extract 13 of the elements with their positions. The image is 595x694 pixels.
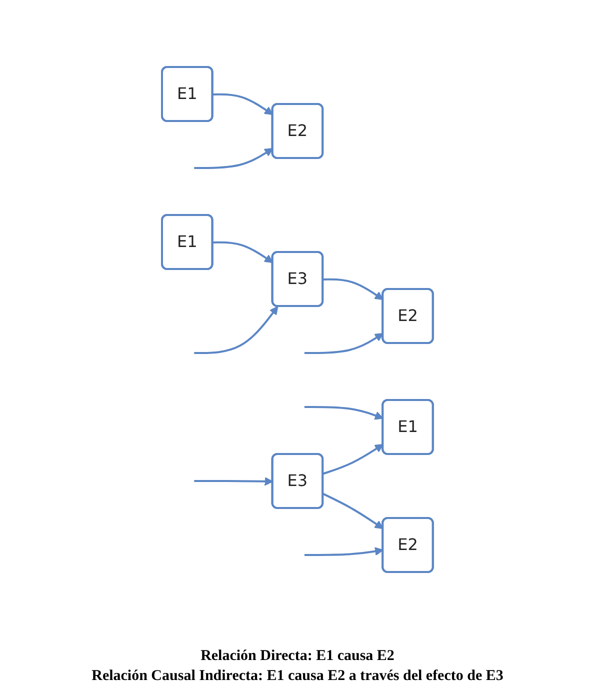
arrow (194, 476, 274, 486)
arrow (323, 278, 384, 300)
caption-text: Relación Causal Indirecta: E1 causa E2 a través del efecto de E3 (92, 668, 504, 685)
arrow (212, 93, 274, 116)
arrow (212, 241, 274, 264)
arrow (322, 444, 384, 475)
arrow (304, 406, 384, 420)
arrow (304, 547, 384, 556)
arrow (194, 148, 274, 169)
arrow (194, 306, 278, 354)
arrow (304, 332, 384, 354)
arrow (322, 492, 384, 530)
caption-text: Relación Directa: E1 causa E2 (200, 648, 396, 665)
